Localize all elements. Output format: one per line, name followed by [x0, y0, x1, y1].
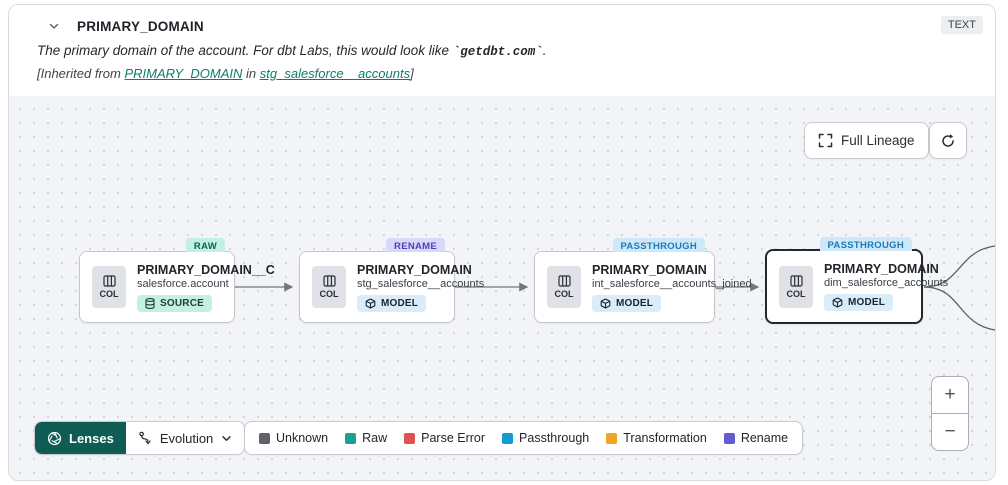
- lineage-node-stg[interactable]: RENAME COL PRIMARY_DOMAIN stg_salesforce…: [299, 238, 484, 323]
- legend-label: Rename: [740, 431, 789, 445]
- legend-swatch-parse-error: [404, 432, 416, 444]
- col-label: COL: [554, 289, 574, 299]
- legend-item: Parse Error: [404, 431, 485, 445]
- evolution-legend: Unknown Raw Parse Error Passthrough Tran…: [244, 421, 804, 455]
- database-icon: [145, 297, 155, 309]
- column-lineage-panel: PRIMARY_DOMAIN TEXT The primary domain o…: [8, 4, 996, 481]
- lenses-button[interactable]: Lenses: [35, 422, 126, 454]
- lenses-label: Lenses: [69, 430, 114, 446]
- columns-icon: [102, 275, 116, 287]
- legend-label: Transformation: [623, 431, 707, 445]
- node-type-label: MODEL: [381, 297, 419, 309]
- lineage-node-int[interactable]: PASSTHROUGH COL PRIMARY_DOMAIN int_sales…: [534, 238, 752, 323]
- legend-item: Raw: [345, 431, 387, 445]
- column-header: PRIMARY_DOMAIN TEXT The primary domain o…: [9, 5, 995, 96]
- col-label: COL: [99, 289, 119, 299]
- legend-item: Unknown: [259, 431, 328, 445]
- collapse-chevron-icon[interactable]: [45, 17, 63, 35]
- full-lineage-label: Full Lineage: [841, 133, 915, 148]
- column-chip: COL: [312, 266, 346, 308]
- column-chip: COL: [547, 266, 581, 308]
- zoom-controls: + −: [931, 376, 969, 451]
- node-type-chip: MODEL: [357, 294, 427, 312]
- legend-label: Raw: [362, 431, 388, 445]
- inherited-prefix: [Inherited from: [37, 66, 125, 81]
- description-text: The primary domain of the account. For d…: [37, 43, 453, 58]
- expand-icon: [818, 133, 833, 148]
- evolution-route-icon: [139, 431, 151, 444]
- node-type-chip: MODEL: [824, 294, 894, 311]
- inherited-column-link[interactable]: PRIMARY_DOMAIN: [124, 66, 243, 81]
- inherited-middle: in: [242, 66, 260, 81]
- column-description: The primary domain of the account. For d…: [9, 35, 995, 59]
- legend-item: Passthrough: [502, 431, 589, 445]
- legend-item: Transformation: [606, 431, 707, 445]
- full-lineage-button[interactable]: Full Lineage: [804, 122, 929, 159]
- columns-icon: [322, 275, 336, 287]
- column-type-badge: TEXT: [940, 16, 983, 34]
- lineage-canvas[interactable]: Full Lineage RAW COL PRIMARY_DOMAIN__C s…: [9, 96, 995, 480]
- node-title: PRIMARY_DOMAIN__C: [137, 262, 275, 277]
- aperture-icon: [47, 431, 62, 445]
- model-cube-icon: [600, 297, 611, 309]
- node-type-chip: MODEL: [592, 294, 662, 312]
- node-subtitle: int_salesforce__accounts_joined: [592, 277, 752, 290]
- node-title: PRIMARY_DOMAIN: [357, 262, 472, 277]
- node-type-label: MODEL: [616, 297, 654, 309]
- lens-dropdown[interactable]: Evolution: [125, 422, 245, 454]
- legend-swatch-transformation: [606, 432, 618, 444]
- legend-swatch-unknown: [259, 432, 270, 444]
- description-suffix: .: [542, 43, 547, 58]
- lineage-node-dim[interactable]: PASSTHROUGH COL PRIMARY_DOMAIN dim_sales…: [765, 237, 948, 324]
- col-label: COL: [319, 289, 339, 299]
- columns-icon: [789, 274, 803, 287]
- node-title: PRIMARY_DOMAIN: [592, 262, 707, 277]
- node-title: PRIMARY_DOMAIN: [824, 262, 939, 276]
- columns-icon: [557, 275, 571, 287]
- node-type-label: SOURCE: [160, 297, 204, 309]
- refresh-icon: [942, 133, 954, 147]
- legend-label: Unknown: [276, 431, 329, 445]
- chevron-down-icon: [222, 435, 231, 441]
- node-subtitle: dim_salesforce_accounts: [824, 277, 949, 289]
- column-title: PRIMARY_DOMAIN: [77, 18, 204, 34]
- inherited-suffix: ]: [410, 66, 414, 81]
- node-type-label: MODEL: [848, 297, 886, 308]
- legend-label: Parse Error: [421, 431, 486, 445]
- zoom-in-button[interactable]: +: [931, 376, 969, 414]
- node-type-chip: SOURCE: [137, 294, 212, 312]
- inherited-model-link[interactable]: stg_salesforce__accounts: [259, 66, 411, 81]
- column-chip: COL: [779, 265, 813, 308]
- column-chip: COL: [92, 266, 126, 308]
- model-cube-icon: [832, 297, 843, 308]
- node-subtitle: salesforce.account: [137, 277, 229, 290]
- col-label: COL: [786, 288, 806, 299]
- lineage-node-source[interactable]: RAW COL PRIMARY_DOMAIN__C salesforce.acc…: [79, 238, 275, 323]
- lens-controls: Lenses Evolution: [34, 421, 246, 455]
- legend-swatch-raw: [345, 432, 357, 444]
- zoom-out-button[interactable]: −: [931, 413, 969, 451]
- refresh-button[interactable]: [929, 122, 967, 159]
- lens-selected-label: Evolution: [159, 430, 214, 446]
- legend-label: Passthrough: [519, 431, 590, 445]
- model-cube-icon: [365, 297, 376, 309]
- legend-swatch-passthrough: [502, 432, 514, 444]
- node-subtitle: stg_salesforce__accounts: [357, 277, 485, 290]
- legend-item: Rename: [723, 431, 789, 445]
- description-code: `getdbt.com`: [452, 45, 543, 59]
- legend-swatch-rename: [723, 432, 735, 444]
- inherited-note: [Inherited from PRIMARY_DOMAIN in stg_sa…: [9, 59, 995, 81]
